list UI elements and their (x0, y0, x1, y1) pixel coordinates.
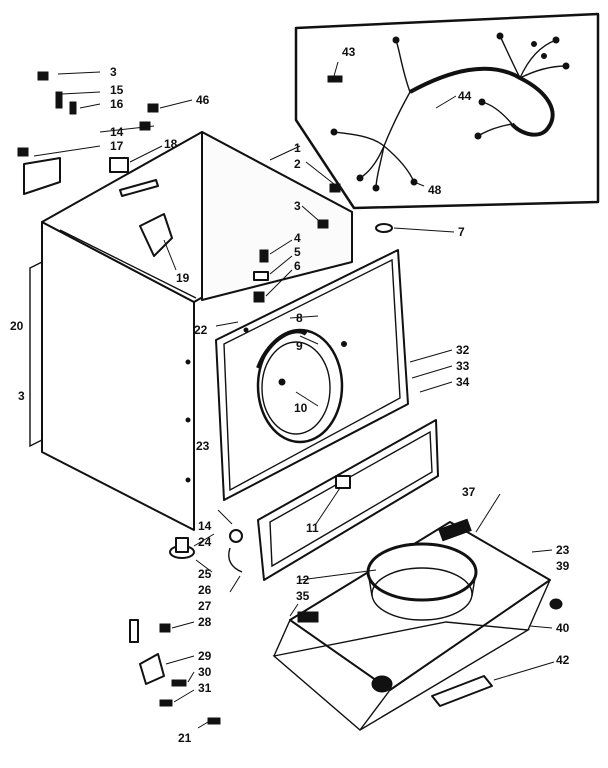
screw-icon (37, 71, 49, 81)
wire-terminal-icons (330, 32, 570, 192)
door-seal-9 (256, 329, 308, 369)
front-panel (215, 249, 453, 501)
callout-7: 7 (458, 225, 465, 239)
callout-23: 23 (196, 439, 210, 453)
callout-3: 3 (294, 199, 301, 213)
cabinet (29, 131, 353, 531)
base (272, 493, 563, 731)
callout-33: 33 (456, 359, 470, 373)
hardware-middle (253, 145, 455, 303)
wiring-harness-inset (294, 12, 600, 210)
callout-23: 23 (556, 543, 570, 557)
leveling-hardware (129, 509, 243, 729)
callout-15: 15 (110, 83, 124, 97)
callout-42: 42 (556, 653, 570, 667)
callout-3: 3 (18, 389, 25, 403)
callout-labels: 3 15 16 46 14 17 18 1 2 3 7 4 5 6 19 20 … (10, 45, 570, 745)
base-plate-42 (431, 675, 493, 707)
cabinet-slot (119, 179, 159, 197)
callout-29: 29 (198, 649, 212, 663)
callout-17: 17 (110, 139, 124, 153)
callout-39: 39 (556, 559, 570, 573)
toe-panel (257, 419, 439, 581)
callout-43: 43 (342, 45, 356, 59)
callout-8: 8 (296, 311, 303, 325)
callout-24: 24 (198, 535, 212, 549)
callout-30: 30 (198, 665, 212, 679)
callout-19: 19 (176, 271, 190, 285)
callout-32: 32 (456, 343, 470, 357)
callout-20: 20 (10, 319, 24, 333)
callout-9: 9 (296, 339, 303, 353)
callout-25: 25 (198, 567, 212, 581)
callout-1: 1 (294, 141, 301, 155)
callout-46: 46 (196, 93, 210, 107)
callout-5: 5 (294, 245, 301, 259)
bracket-19 (139, 213, 173, 257)
callout-16: 16 (110, 97, 124, 111)
callout-37: 37 (462, 485, 476, 499)
callout-4: 4 (294, 231, 301, 245)
callout-11: 11 (306, 521, 319, 535)
callout-34: 34 (456, 375, 470, 389)
callout-26: 26 (198, 583, 212, 597)
callout-28: 28 (198, 615, 212, 629)
callout-6: 6 (294, 259, 301, 273)
callout-14: 14 (110, 125, 124, 139)
callout-18: 18 (164, 137, 178, 151)
callout-35: 35 (296, 589, 310, 603)
callout-3: 3 (110, 65, 117, 79)
clip-icon (327, 75, 343, 83)
callout-48: 48 (428, 183, 442, 197)
callout-27: 27 (198, 599, 212, 613)
callout-21: 21 (178, 731, 192, 745)
callout-10: 10 (294, 401, 308, 415)
hardware-top-left (17, 71, 193, 271)
callout-22: 22 (194, 323, 208, 337)
callout-14: 14 (198, 519, 212, 533)
callout-2: 2 (294, 157, 301, 171)
callout-40: 40 (556, 621, 570, 635)
hinge-18 (109, 157, 129, 173)
callout-12: 12 (296, 573, 310, 587)
callout-44: 44 (458, 89, 472, 103)
callout-31: 31 (198, 681, 212, 695)
